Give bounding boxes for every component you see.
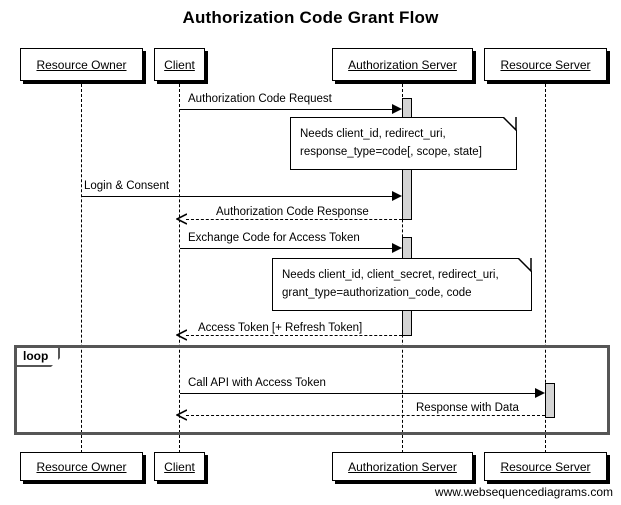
participant-resource-owner-top[interactable]: Resource Owner — [20, 48, 143, 81]
message-line-access-token — [186, 335, 402, 336]
message-label-login-consent: Login & Consent — [84, 180, 170, 192]
arrow-head-authorization-code-response — [176, 213, 187, 225]
fragment-loop — [14, 345, 610, 435]
arrow-head-authorization-code-request — [392, 104, 402, 114]
lifeline-resource-owner — [81, 84, 82, 453]
note-authorization-request-params: Needs client_id, redirect_uri, response_… — [290, 116, 518, 170]
arrow-head-response-with-data — [176, 409, 187, 421]
fragment-tab-corner-icon — [51, 358, 61, 367]
message-label-exchange-code-for-access-token: Exchange Code for Access Token — [188, 232, 360, 244]
lifeline-client — [179, 84, 180, 453]
participant-label: Resource Server — [500, 459, 591, 474]
participant-client-top[interactable]: Client — [154, 48, 205, 81]
fragment-loop-text: loop — [23, 349, 49, 363]
note-line-1: Needs client_id, redirect_uri, — [300, 128, 446, 140]
participant-client-bottom[interactable]: Client — [154, 452, 205, 481]
arrow-head-login-consent — [392, 191, 402, 201]
message-line-authorization-code-response — [186, 219, 402, 220]
participant-label: Authorization Server — [348, 459, 457, 474]
message-line-response-with-data — [186, 415, 545, 416]
message-label-authorization-code-request: Authorization Code Request — [188, 93, 332, 105]
arrow-head-call-api-with-access-token — [535, 388, 545, 398]
participant-label: Resource Owner — [36, 459, 127, 474]
message-label-call-api-with-access-token: Call API with Access Token — [188, 377, 326, 389]
message-label-authorization-code-response: Authorization Code Response — [216, 206, 369, 218]
participant-label: Resource Server — [500, 57, 591, 72]
note-line-2: response_type=code[, scope, state] — [300, 145, 482, 158]
arrow-head-exchange-code-for-access-token — [392, 243, 402, 253]
message-line-call-api-with-access-token — [180, 393, 536, 394]
message-line-authorization-code-request — [180, 109, 393, 110]
fragment-loop-label: loop — [17, 348, 61, 367]
participant-authorization-server-bottom[interactable]: Authorization Server — [332, 452, 473, 481]
note-fold-corner-icon — [503, 117, 517, 131]
note-fold-corner-icon — [518, 258, 532, 272]
lifeline-resource-server — [545, 84, 546, 453]
message-label-access-token: Access Token [+ Refresh Token] — [198, 322, 363, 334]
participant-resource-owner-bottom[interactable]: Resource Owner — [20, 452, 143, 481]
participant-label: Client — [164, 459, 195, 474]
message-line-login-consent — [82, 196, 393, 197]
note-line-1: Needs client_id, client_secret, redirect… — [282, 269, 499, 281]
participant-label: Authorization Server — [348, 57, 457, 72]
activation-resource-server-1 — [545, 383, 555, 418]
message-label-response-with-data: Response with Data — [416, 402, 519, 414]
diagram-title: Authorization Code Grant Flow — [182, 8, 439, 27]
participant-authorization-server-top[interactable]: Authorization Server — [332, 48, 473, 81]
participant-resource-server-top[interactable]: Resource Server — [484, 48, 607, 81]
participant-resource-server-bottom[interactable]: Resource Server — [484, 452, 607, 481]
note-token-exchange-params: Needs client_id, client_secret, redirect… — [272, 257, 533, 311]
participant-label: Client — [164, 57, 195, 72]
arrow-head-access-token — [176, 329, 187, 341]
participant-label: Resource Owner — [36, 57, 127, 72]
message-line-exchange-code-for-access-token — [180, 248, 393, 249]
footer-credit-link[interactable]: www.websequencediagrams.com — [434, 485, 613, 499]
note-line-2: grant_type=authorization_code, code — [282, 286, 472, 299]
